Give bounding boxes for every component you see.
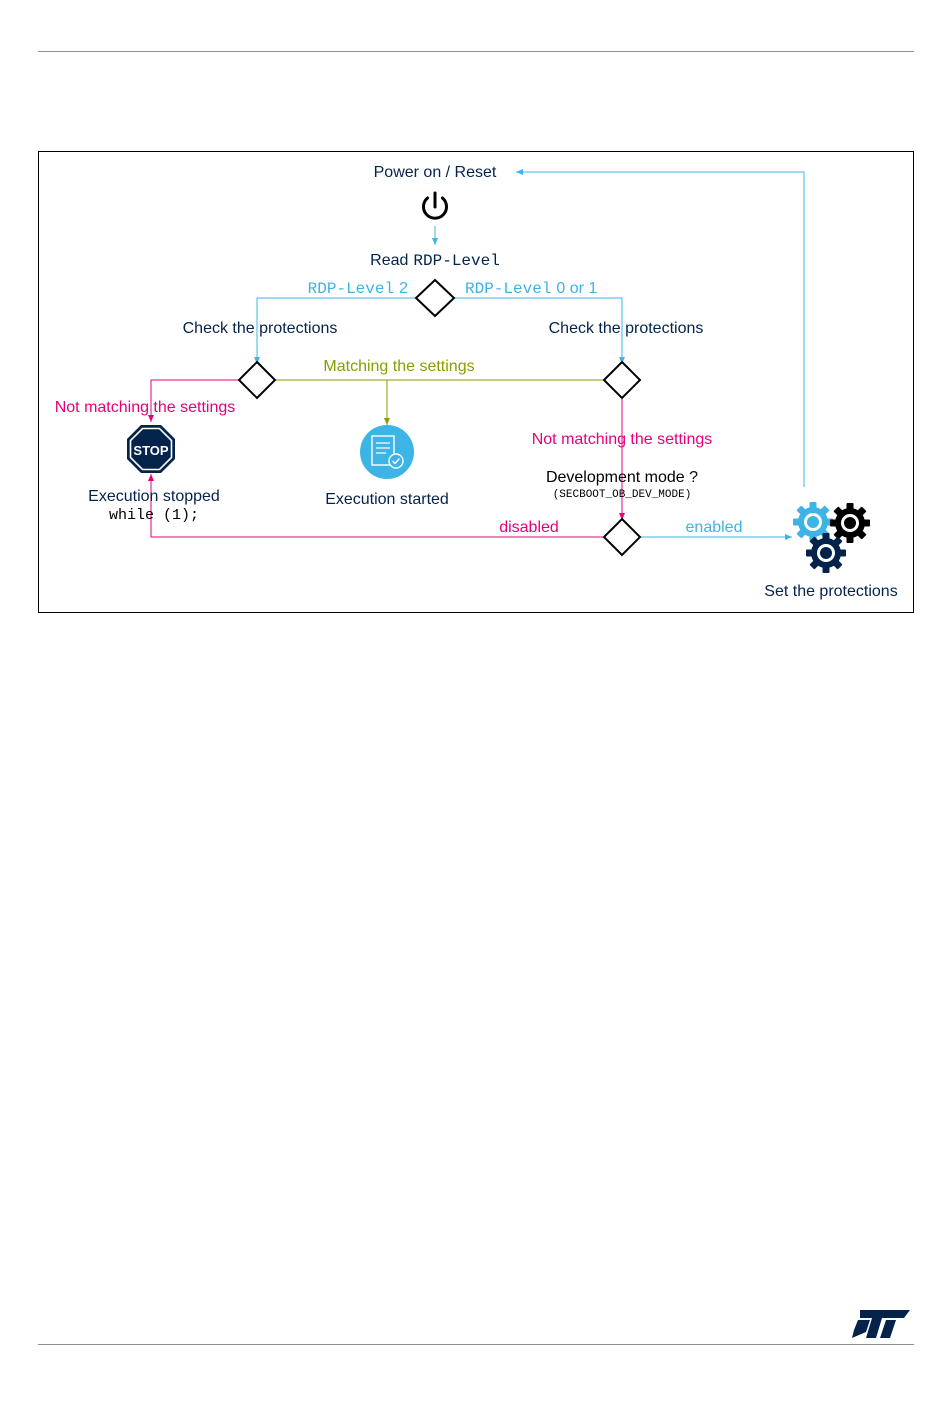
label-dev-mode-option: (SECBOOT_OB_DEV_MODE): [553, 489, 692, 501]
label-matching: Matching the settings: [323, 358, 474, 375]
document-check-icon: [360, 425, 414, 479]
edge-feedback: [516, 169, 805, 487]
label-disabled: disabled: [499, 519, 559, 536]
decision-check-right: [602, 360, 642, 400]
label-enabled: enabled: [686, 519, 743, 536]
label-while-loop: while (1);: [109, 507, 199, 524]
label-execution-started: Execution started: [325, 491, 449, 508]
decision-rdp-level: [414, 278, 456, 318]
label-not-matching-left: Not matching the settings: [55, 399, 236, 416]
label-execution-stopped: Execution stopped: [88, 488, 220, 505]
stop-sign-icon: STOP: [127, 425, 175, 473]
edge-rdp-right: [454, 297, 625, 364]
edge-rdp-left: [254, 297, 416, 364]
diagram-frame: [38, 151, 914, 613]
footer-rule: [38, 1344, 914, 1345]
label-set-protections: Set the protections: [764, 583, 897, 600]
label-check-right: Check the protections: [549, 320, 704, 337]
label-power-on: Power on / Reset: [374, 164, 497, 181]
label-dev-mode: Development mode ?: [546, 469, 698, 486]
power-icon: [422, 191, 448, 220]
header-rule: [38, 51, 914, 52]
label-check-left: Check the protections: [183, 320, 338, 337]
gears-icon: [793, 502, 870, 573]
edge-disabled: [148, 474, 604, 538]
decision-dev-mode: [602, 517, 642, 557]
label-not-matching-right: Not matching the settings: [532, 431, 713, 448]
svg-text:STOP: STOP: [133, 443, 168, 458]
st-logo-icon: [852, 1310, 910, 1338]
edge-left-not-matching: [148, 379, 239, 422]
decision-check-left: [237, 360, 277, 400]
